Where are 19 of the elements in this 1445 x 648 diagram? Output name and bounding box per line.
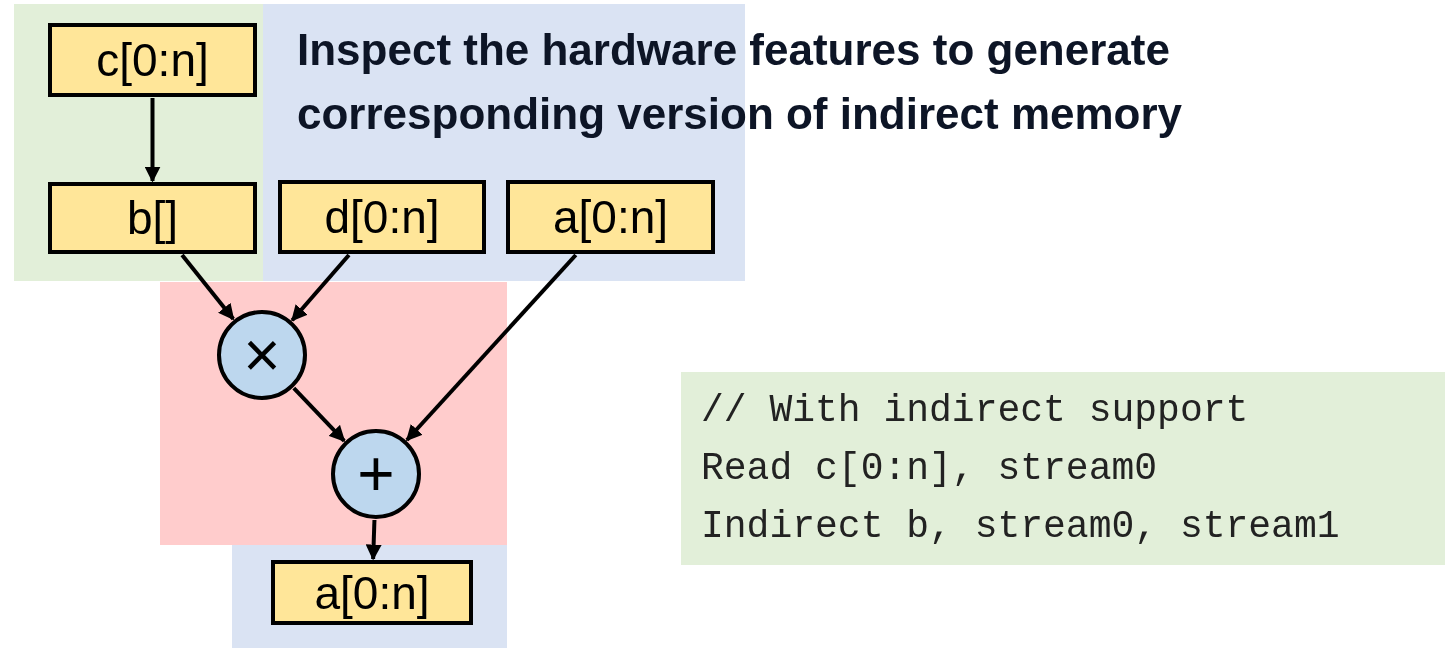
arrow [405,253,578,442]
arrow [365,519,382,561]
variable-box: b[] [48,182,257,254]
title: Inspect the hardware features to generate corresponding version of indirect memory [297,24,1184,140]
variable-box: a[0:n] [271,560,473,625]
arrow [292,386,346,443]
arrow [290,253,351,322]
region-band [160,282,507,545]
code-line: Read c[0:n], stream0 [701,445,1159,492]
code-block [681,372,1445,565]
variable-box: d[0:n] [278,180,486,254]
arrow [180,253,235,321]
region-band [14,4,263,281]
arrow [144,98,161,183]
variable-box: a[0:n] [506,180,715,254]
code-line: // With indirect support [701,387,1250,434]
variable-box: c[0:n] [48,23,257,97]
region-band [232,545,507,648]
code-line: Indirect b, stream0, stream1 [701,503,1341,550]
